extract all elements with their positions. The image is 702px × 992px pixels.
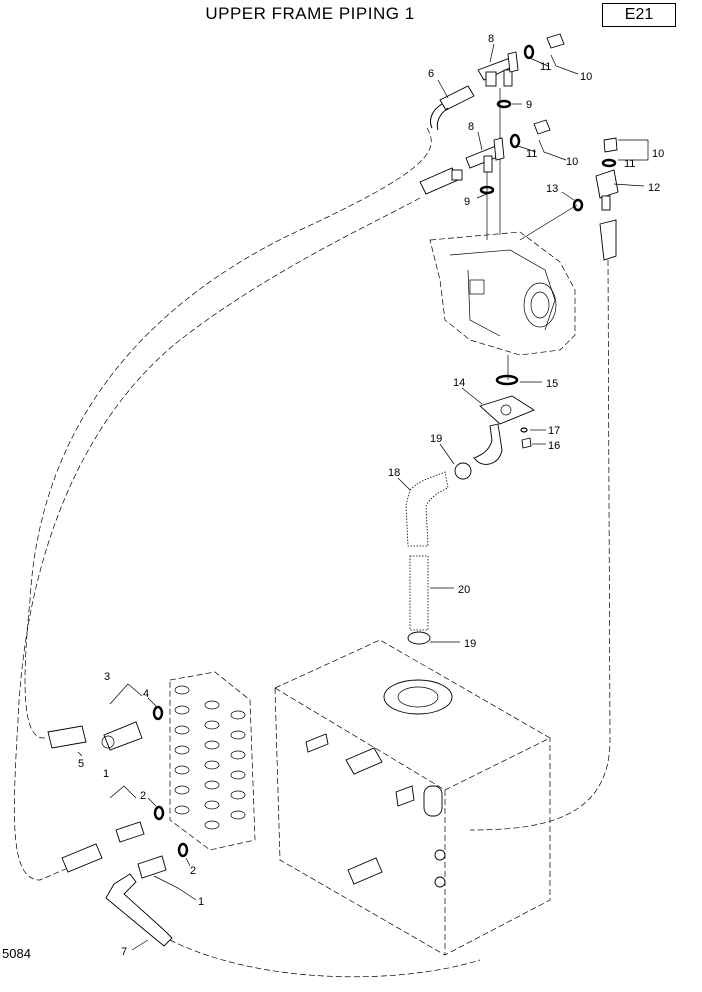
- figure-number: 5084: [2, 946, 31, 961]
- part-label-12: 12: [648, 182, 660, 194]
- hose-fitting-6: [429, 85, 475, 131]
- tee-fitting-8-upper: [477, 51, 519, 87]
- part-label-11c: 11: [624, 158, 635, 170]
- part-label-2b: 2: [190, 865, 196, 877]
- part-label-1b: 1: [198, 896, 204, 908]
- part-label-11a: 11: [540, 61, 551, 73]
- part-label-9a: 9: [526, 99, 532, 111]
- hose-routing-lines: [14, 88, 611, 978]
- part-label-9b: 9: [464, 196, 470, 208]
- elbow-fitting-3: [101, 721, 143, 751]
- adapter-1-lower: [137, 855, 167, 879]
- adapter-1-upper: [115, 821, 145, 843]
- part-label-14: 14: [453, 377, 465, 389]
- part-label-4: 4: [143, 688, 149, 700]
- part-label-20: 20: [458, 584, 470, 596]
- o-ring-parts: [152, 44, 617, 858]
- part-label-13: 13: [546, 183, 558, 195]
- control-valve: [169, 671, 256, 851]
- part-label-18: 18: [388, 467, 400, 479]
- plug-bolts: [521, 33, 618, 449]
- page-code-box: E21: [602, 3, 676, 27]
- part-label-10a: 10: [580, 71, 592, 83]
- part-label-10b: 10: [566, 156, 578, 168]
- part-label-2a: 2: [140, 790, 146, 802]
- hose-18: [405, 471, 449, 547]
- hose-fitting-5: [47, 725, 87, 749]
- part-label-10c: 10: [652, 148, 664, 160]
- hose-fitting-lower-left: [61, 843, 103, 873]
- part-label-19b: 19: [464, 638, 476, 650]
- part-label-8b: 8: [468, 121, 474, 133]
- part-label-7: 7: [121, 946, 127, 958]
- hose-fitting-lower: [419, 167, 463, 195]
- part-label-6: 6: [428, 68, 434, 80]
- clamp-19: [407, 462, 472, 645]
- part-label-17: 17: [548, 425, 560, 437]
- part-label-11b: 11: [526, 148, 537, 160]
- pipe-7: [105, 873, 173, 947]
- leader-lines: [77, 43, 649, 951]
- hydraulic-pump: [429, 231, 576, 356]
- tee-fitting-8-lower: [465, 137, 505, 173]
- part-label-19a: 19: [430, 433, 442, 445]
- part-label-3: 3: [104, 671, 110, 683]
- part-label-15: 15: [546, 378, 558, 390]
- part-label-8a: 8: [488, 33, 494, 45]
- connector-12: [595, 169, 619, 261]
- part-label-5: 5: [78, 758, 84, 770]
- part-label-16: 16: [548, 440, 560, 452]
- part-label-1a: 1: [103, 768, 109, 780]
- spring-20: [409, 555, 429, 631]
- flange-14: [473, 395, 535, 465]
- hydraulic-tank: [274, 639, 551, 956]
- page-title: UPPER FRAME PIPING 1: [205, 4, 415, 23]
- part-number-labels: 1 1 1 2 2 3 4 5 6 7 8 8 9 9 10 10 10 11 …: [78, 33, 664, 958]
